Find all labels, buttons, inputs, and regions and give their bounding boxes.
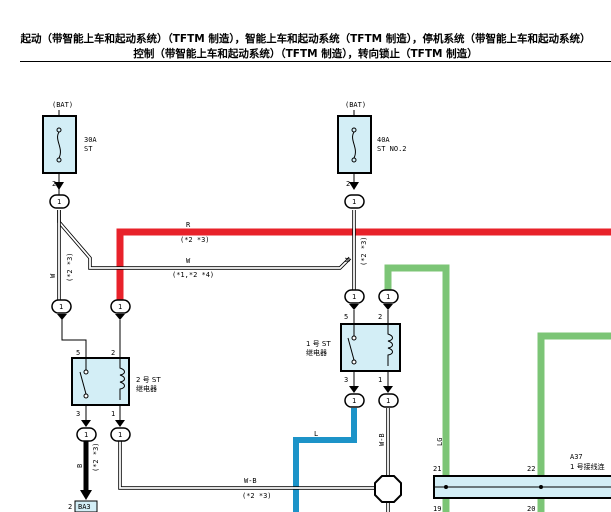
connector-relay1-p5-top: 1 [344, 289, 365, 310]
connector-ba3: 2 BA3 [68, 500, 98, 512]
splice-point [374, 475, 402, 503]
page-title: 起动（带智能上车和起动系统）（TFTM 制造），智能上车和起动系统（TFTM 制… [0, 32, 611, 62]
connector-relay1-p1-bottom: 1 [378, 386, 399, 408]
svg-text:1: 1 [118, 431, 122, 439]
ba3-wire-code: B [76, 464, 84, 468]
svg-text:1 号 ST: 1 号 ST [306, 340, 331, 348]
connector-a37: A37 1 号接线连 21 22 19 20 [433, 453, 611, 512]
svg-text:1: 1 [352, 397, 356, 405]
svg-text:20: 20 [527, 505, 535, 512]
blue-wire [293, 408, 357, 512]
fuse-st: (BAT) 30A ST 2 [42, 101, 97, 190]
connector-relay2-p2-top: 1 [110, 299, 131, 320]
svg-text:5: 5 [76, 349, 80, 357]
bottom-wb-wire-inner [119, 440, 376, 489]
svg-text:22: 22 [527, 465, 535, 473]
red-wire-code: R [186, 221, 191, 229]
svg-text:21: 21 [433, 465, 441, 473]
right-w-note: (*2 *3) [360, 236, 368, 266]
svg-text:3: 3 [344, 376, 348, 384]
relay-st2: 5 2 2 号 ST 继电器 3 1 [71, 320, 161, 426]
page-title-line-2: 控制（带智能上车和起动系统）（TFTM 制造），转向锁止（TFTM 制造） [133, 48, 478, 60]
connector-relay1-p3-bottom: 1 [344, 386, 365, 408]
relay-st1: 5 2 1 号 ST 继电器 3 1 [306, 310, 401, 392]
svg-text:继电器: 继电器 [136, 384, 157, 393]
svg-text:A37: A37 [570, 453, 583, 461]
connector-relay2-p3-bottom: 1 [76, 420, 97, 442]
green-wire-code: LG [436, 438, 444, 446]
fuse-st-no2-rating: 40A [377, 136, 390, 144]
blue-wire-code: L [314, 430, 318, 438]
relay2-input-wire [61, 314, 87, 358]
svg-text:2: 2 [68, 503, 72, 511]
svg-text:1: 1 [84, 431, 88, 439]
connector-relay2-p5-top: 1 [51, 299, 72, 320]
title-divider [20, 61, 611, 62]
ba3-wire-note: (*2 *3) [92, 442, 100, 472]
svg-text:2: 2 [378, 313, 382, 321]
svg-text:1: 1 [57, 198, 61, 206]
svg-text:2: 2 [111, 349, 115, 357]
white-wire-code: W [186, 257, 191, 265]
ba3-arrow [80, 490, 92, 500]
svg-text:1: 1 [352, 198, 356, 206]
fuse-st-no2-name: ST NO.2 [377, 145, 407, 153]
bottom-wire-code: W-B [244, 477, 257, 485]
svg-text:3: 3 [76, 410, 80, 418]
left-w-code: W [49, 273, 57, 278]
page-title-line-1: 起动（带智能上车和起动系统）（TFTM 制造），智能上车和起动系统（TFTM 制… [20, 33, 591, 45]
fuse-st-name: ST [84, 145, 93, 153]
fuse-st-pin: 2 [52, 180, 56, 188]
red-wire-note: (*2 *3) [180, 236, 210, 244]
svg-text:1: 1 [386, 397, 390, 405]
svg-text:1 号接线连: 1 号接线连 [570, 462, 605, 471]
svg-text:1: 1 [352, 293, 356, 301]
white-wire-note: (*1,*2 *4) [172, 271, 214, 279]
fuse-st-no2-pin: 2 [346, 180, 350, 188]
bottom-wire-note: (*2 *3) [242, 492, 272, 500]
svg-text:1: 1 [378, 376, 382, 384]
svg-text:5: 5 [344, 313, 348, 321]
connector-relay2-p1-bottom: 1 [110, 420, 131, 442]
connector-fuse-st: 1 [49, 194, 70, 209]
left-w-note: (*2 *3) [66, 252, 74, 282]
svg-text:19: 19 [433, 505, 441, 512]
svg-text:BA3: BA3 [78, 503, 91, 511]
right-w-code: W [344, 257, 352, 262]
red-wire [116, 228, 611, 300]
svg-text:1: 1 [59, 303, 63, 311]
connector-relay1-p2-top: 1 [378, 289, 399, 310]
fuse-st-rating: 30A [84, 136, 97, 144]
svg-text:1: 1 [111, 410, 115, 418]
svg-text:1: 1 [118, 303, 122, 311]
svg-text:继电器: 继电器 [306, 348, 327, 357]
connector-fuse-st-no2: 1 [344, 194, 365, 209]
svg-text:1: 1 [386, 293, 390, 301]
fuse-st-source-label: (BAT) [52, 101, 73, 109]
green-wire-1 [384, 264, 450, 512]
svg-text:2 号 ST: 2 号 ST [136, 376, 161, 384]
green-wire-2 [537, 332, 611, 512]
fuse-st-no2-source-label: (BAT) [345, 101, 366, 109]
vertical-wb-code: W-B [378, 433, 386, 446]
fuse-st-no2: (BAT) 40A ST NO.2 2 [337, 101, 407, 190]
